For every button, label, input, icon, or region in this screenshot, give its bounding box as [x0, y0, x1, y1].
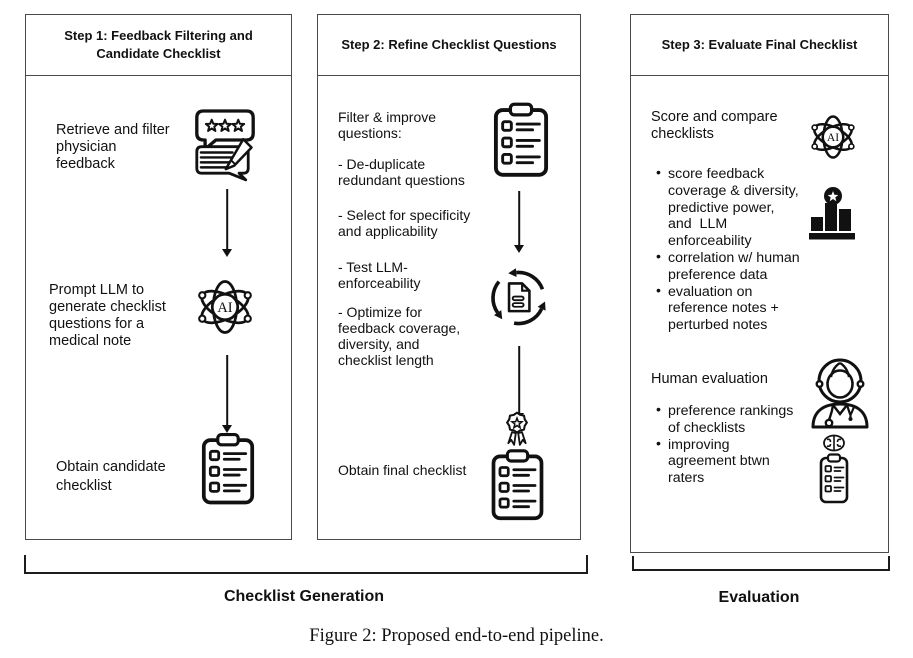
evaluation-label: Evaluation: [718, 589, 800, 606]
panel-step2: Step 2: Refine Checklist Questions Filte…: [317, 14, 581, 540]
arrow-down-icon: [221, 355, 233, 433]
evaluation-bracket: [632, 556, 890, 571]
bullet-item: evaluation on reference notes + perturbe…: [656, 283, 828, 334]
arrow-down-icon: [221, 189, 233, 257]
panel-step1: Step 1: Feedback Filtering and Candidate…: [25, 14, 292, 540]
iteration-cycle-icon: [485, 259, 552, 337]
step3-human-bullets: preference rankings of checklists improv…: [655, 402, 828, 487]
bullet-item: improving agreement btwn raters: [656, 436, 828, 487]
step3-score-bullets: score feedback coverage & diversity, pre…: [655, 165, 828, 334]
step2-item-text: - Optimize for feedback coverage, divers…: [338, 304, 461, 368]
panel-step1-title: Step 1: Feedback Filtering and Candidate…: [26, 15, 291, 76]
svg-text:AI: AI: [217, 300, 232, 316]
brain-checklist-icon: [817, 434, 851, 506]
step2-item-text: - De-duplicate redundant questions: [338, 156, 465, 188]
step3-human-heading: Human evaluation: [651, 371, 768, 387]
step2-item-text: - Test LLM- enforceability: [338, 259, 421, 291]
award-badge-icon: [503, 411, 531, 449]
arrow-down-icon: [513, 191, 525, 253]
step1-row3-text: Obtain candidate checklist: [56, 459, 166, 494]
bullet-item: score feedback coverage & diversity, pre…: [656, 165, 828, 250]
panel-step2-title: Step 2: Refine Checklist Questions: [318, 15, 580, 76]
step1-row2-text: Prompt LLM to generate checklist questio…: [49, 282, 166, 349]
feedback-review-icon: [191, 108, 259, 182]
step3-score-heading: Score and compare checklists: [651, 109, 778, 142]
step1-row1-text: Retrieve and filter physician feedback: [56, 122, 170, 172]
checklist-questions-icon: [493, 100, 549, 180]
ranking-bars-medal-icon: [809, 187, 859, 245]
step2-item-text: - Select for specificity and applicabili…: [338, 207, 471, 239]
panel-step3-title: Step 3: Evaluate Final Checklist: [631, 15, 888, 76]
svg-text:AI: AI: [827, 131, 839, 144]
bullet-item: correlation w/ human preference data: [656, 249, 828, 284]
checklist-generation-label: Checklist Generation: [223, 588, 385, 605]
step2-intro-text: Filter & improve questions:: [338, 109, 437, 141]
arrow-down-icon: [513, 346, 525, 421]
checklist-generation-bracket: [24, 555, 588, 574]
figure-caption: Figure 2: Proposed end-to-end pipeline.: [309, 626, 604, 646]
ai-atom-icon: AI: [808, 111, 858, 163]
step2-final-text: Obtain final checklist: [338, 462, 467, 478]
panel-step3: Step 3: Evaluate Final Checklist Score a…: [630, 14, 889, 553]
candidate-checklist-icon: [201, 432, 255, 506]
final-checklist-icon: [490, 449, 545, 521]
bullet-item: preference rankings of checklists: [656, 402, 828, 437]
ai-atom-icon: AI: [194, 274, 256, 340]
